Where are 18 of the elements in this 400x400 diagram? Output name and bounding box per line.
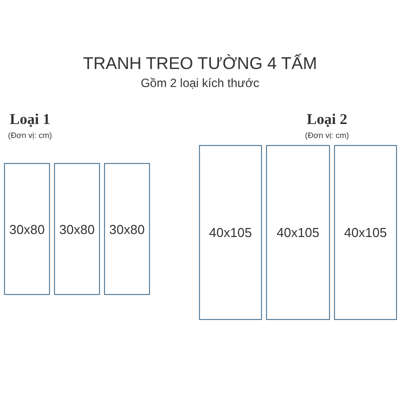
panel-outline <box>199 145 262 320</box>
subtitle: Gồm 2 loại kích thước <box>140 76 260 90</box>
size-label: 40x105 <box>344 225 387 240</box>
size-label: 30x80 <box>109 222 145 236</box>
panel-outline <box>334 145 397 320</box>
group-heading: Loại 2 <box>306 112 348 129</box>
panel-outline <box>104 163 150 295</box>
size-label: 40x105 <box>276 225 320 240</box>
panel-outline <box>4 163 50 295</box>
title: TRANH TREO TƯỜNG 4 TẤM <box>82 54 318 74</box>
size-label: 40x105 <box>209 225 252 240</box>
unit-note: (Đơn vị: cm) <box>304 131 350 140</box>
panel-outline <box>266 145 330 320</box>
group-heading: Loại 1 <box>8 112 52 129</box>
size-label: 30x80 <box>9 222 45 236</box>
size-label: 30x80 <box>59 222 95 236</box>
panel-outline <box>54 163 100 295</box>
unit-note: (Đơn vị: cm) <box>7 131 53 140</box>
